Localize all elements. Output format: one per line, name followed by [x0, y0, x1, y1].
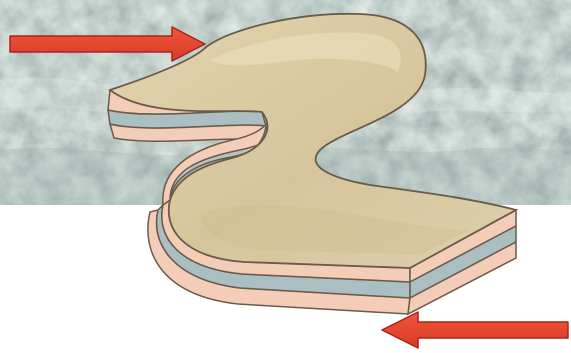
bottom-shear-arrow: [382, 312, 568, 348]
